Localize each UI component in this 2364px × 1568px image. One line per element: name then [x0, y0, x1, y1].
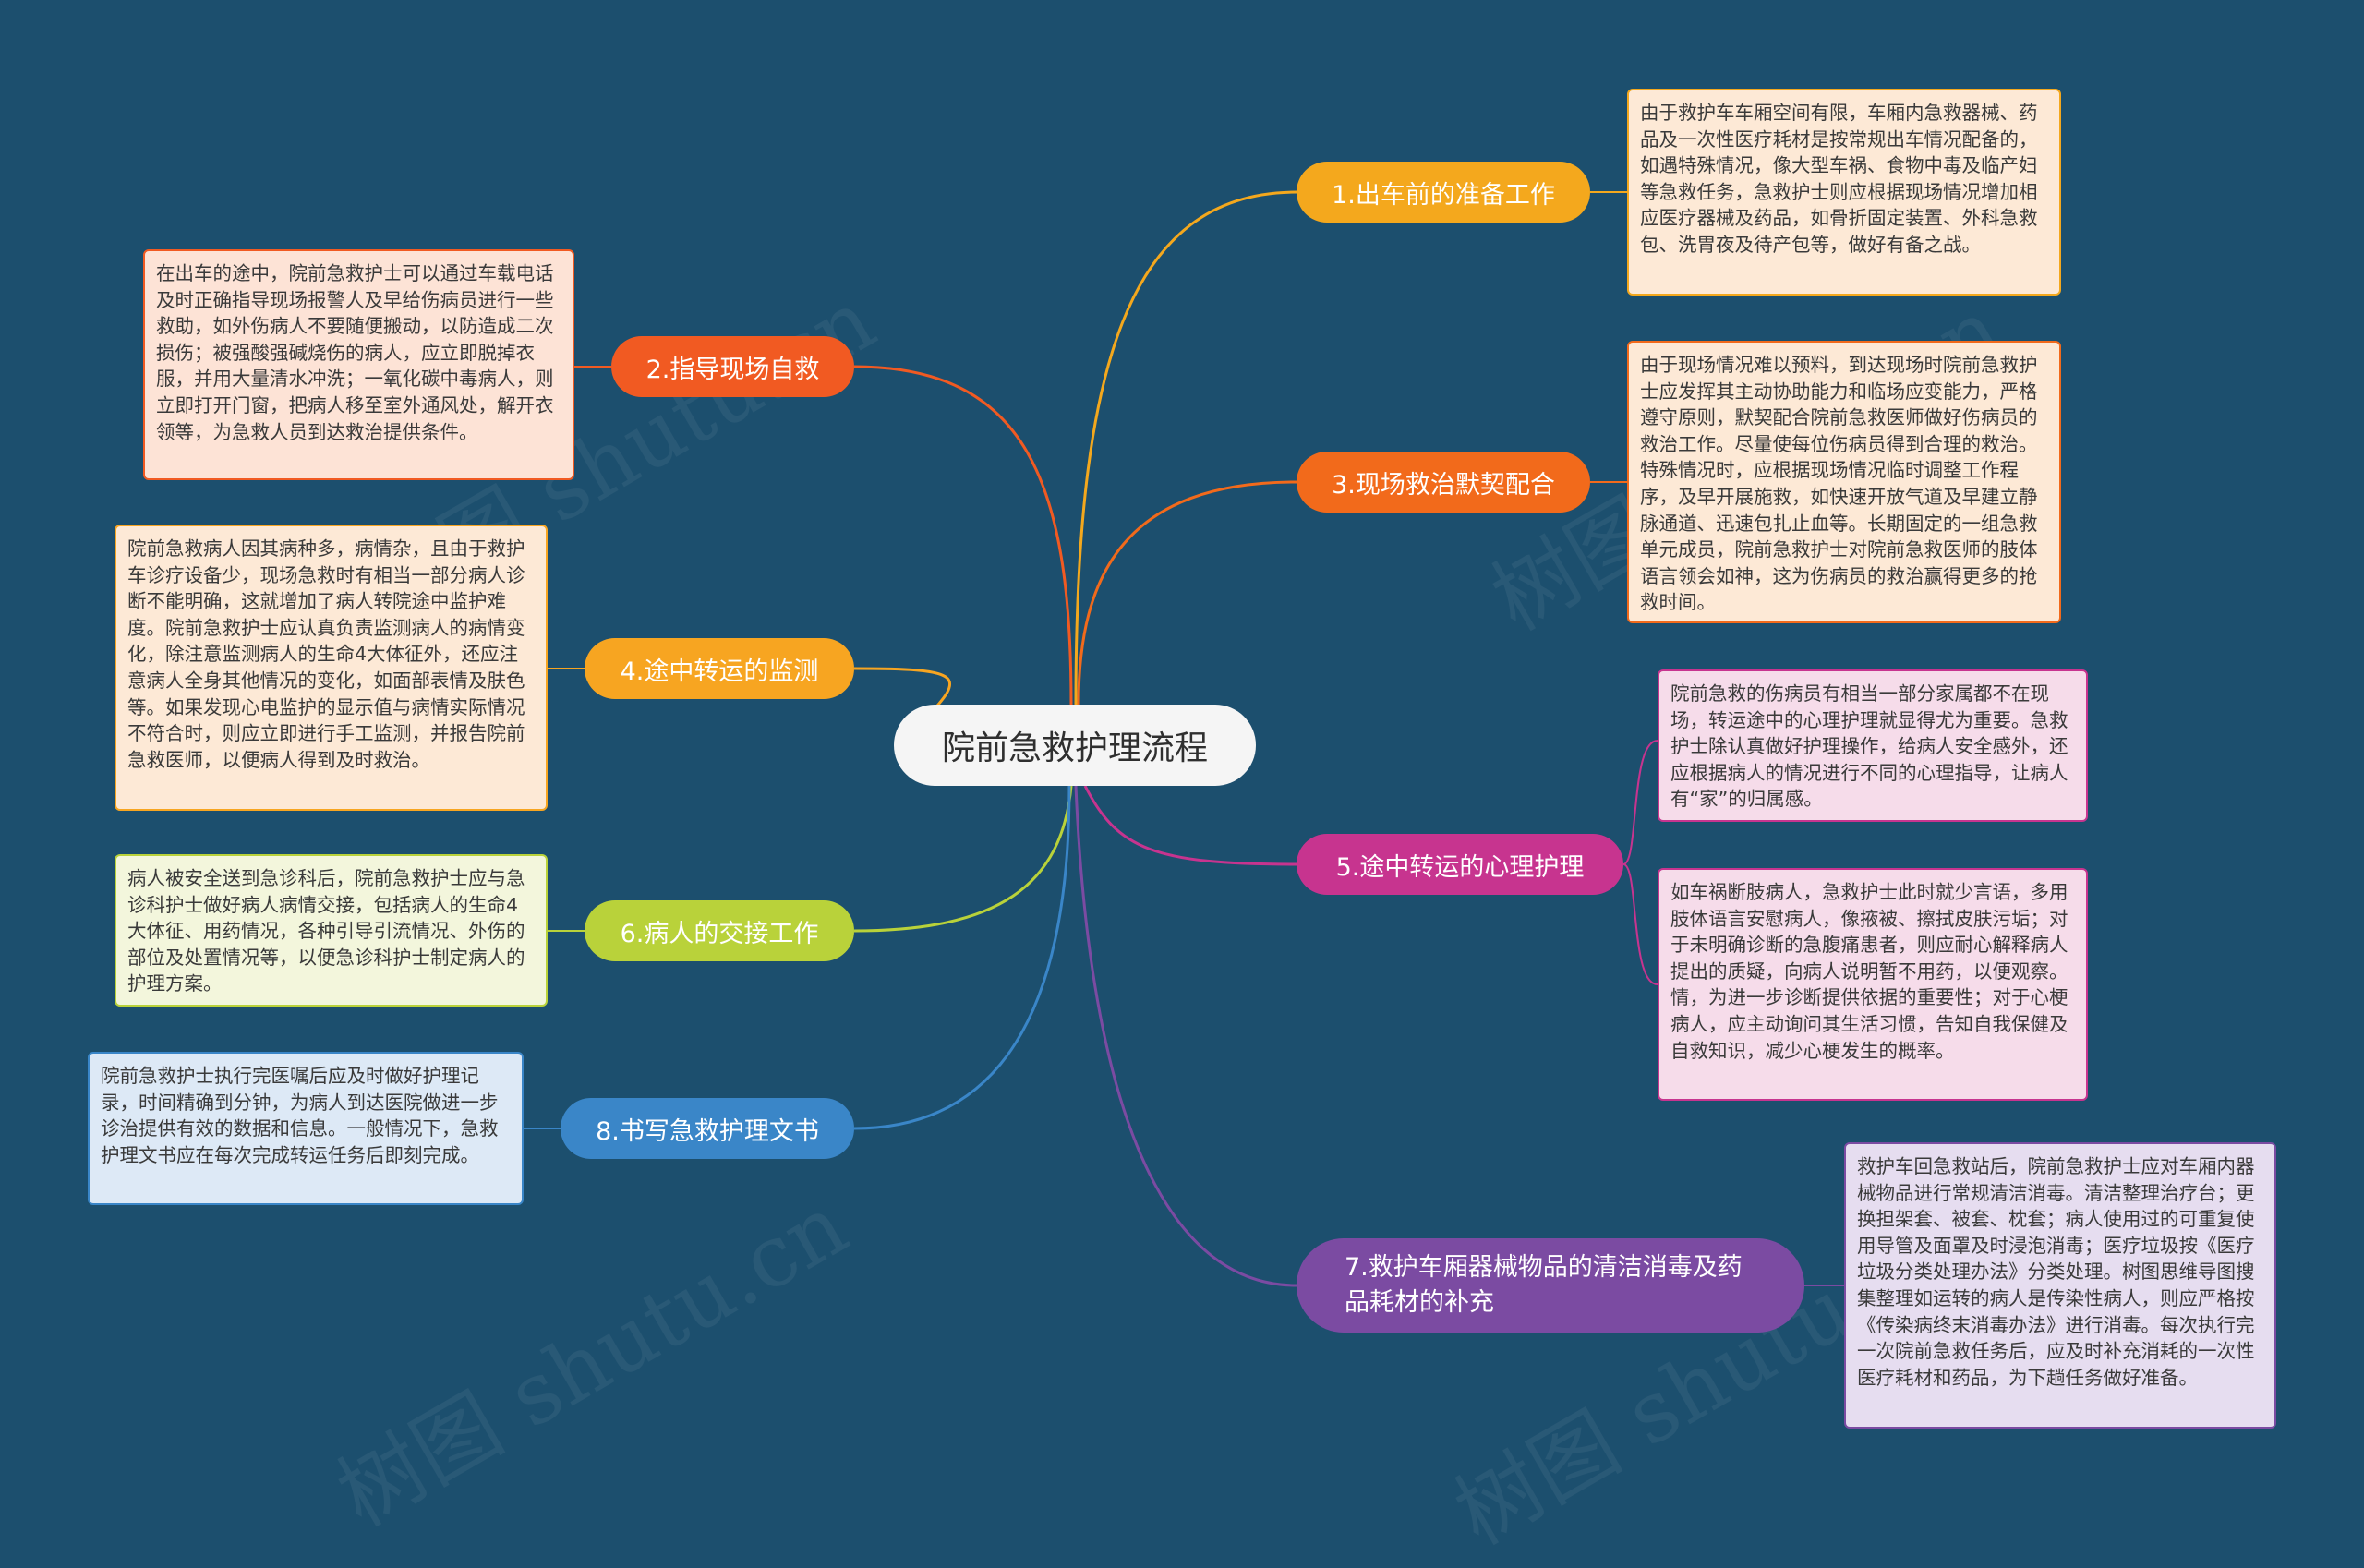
branch-7[interactable]: 7.救护车厢器械物品的清洁消毒及药品耗材的补充: [1297, 1238, 1804, 1333]
branch-1[interactable]: 1.出车前的准备工作: [1297, 162, 1590, 223]
branch-8[interactable]: 8.书写急救护理文书: [561, 1098, 854, 1159]
link-1: [1074, 190, 1297, 706]
link-3: [1077, 480, 1297, 706]
note-3: 由于现场情况难以预料，到达现场时院前急救护士应发挥其主动协助能力和临场应变能力，…: [1627, 341, 2061, 623]
note-2: 在出车的途中，院前急救护士可以通过车载电话及时正确指导现场报警人及早给伤病员进行…: [143, 249, 574, 480]
note-7: 救护车回急救站后，院前急救护士应对车厢内器械物品进行常规清洁消毒。清洁整理治疗台…: [1844, 1142, 2276, 1429]
link-6: [853, 785, 1073, 933]
link-7: [1074, 785, 1297, 1287]
center-topic[interactable]: 院前急救护理流程: [894, 705, 1256, 786]
link-8: [853, 785, 1071, 1130]
link-5a-note: [1622, 740, 1658, 865]
connector-lines: [524, 190, 1844, 1287]
branch-6[interactable]: 6.病人的交接工作: [585, 900, 854, 961]
branch-3[interactable]: 3.现场救治默契配合: [1297, 452, 1590, 513]
branch-4[interactable]: 4.途中转运的监测: [585, 638, 854, 699]
link-5: [1083, 785, 1297, 866]
link-2: [853, 365, 1073, 706]
note-4: 院前急救病人因其病种多，病情杂，且由于救护车诊疗设备少，现场急救时有相当一部分病…: [115, 525, 548, 811]
note-8: 院前急救护士执行完医嘱后应及时做好护理记录，时间精确到分钟，为病人到达医院做进一…: [88, 1052, 524, 1205]
note-5b: 如车祸断肢病人，急救护士此时就少言语，多用肢体语言安慰病人，像掖被、擦拭皮肤污垢…: [1658, 868, 2088, 1101]
branch-2[interactable]: 2.指导现场自救: [611, 336, 854, 397]
note-5a: 院前急救的伤病员有相当一部分家属都不在现场，转运途中的心理护理就显得尤为重要。急…: [1658, 669, 2088, 822]
note-1: 由于救护车车厢空间有限，车厢内急救器械、药品及一次性医疗耗材是按常规出车情况配备…: [1627, 89, 2061, 296]
branch-5[interactable]: 5.途中转运的心理护理: [1297, 834, 1623, 895]
link-5b-note: [1622, 863, 1658, 985]
note-6: 病人被安全送到急诊科后，院前急救护士应与急诊科护士做好病人病情交接，包括病人的生…: [115, 854, 548, 1007]
